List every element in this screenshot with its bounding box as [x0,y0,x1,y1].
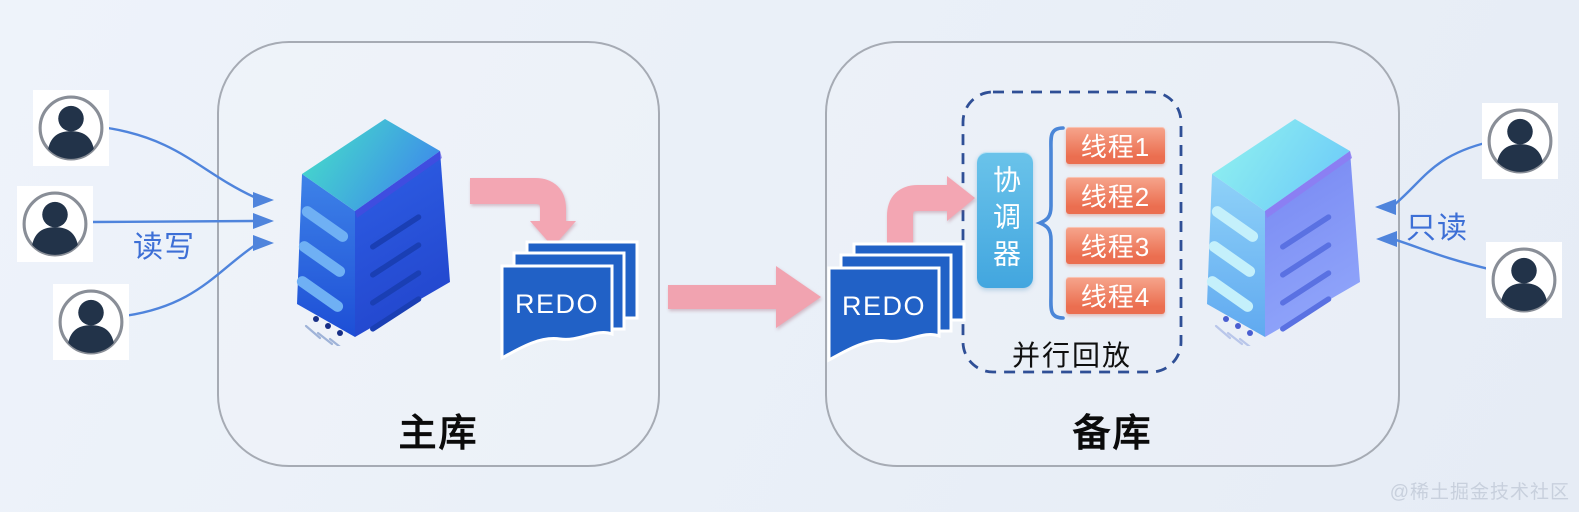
right-user-arrow-1 [1393,140,1490,206]
right-arrowhead-2 [1376,231,1397,247]
primary-redo-elbow-arrowhead [530,221,576,247]
user-icon-right-2 [1486,242,1562,318]
standby-server-icon [1206,119,1360,346]
left-arrowheads [253,192,274,251]
person-icon [38,95,104,161]
right-user-arrows [1393,140,1494,272]
read-only-label: 只读 [1406,212,1468,245]
parallel-replay-label: 并行回放 [1011,340,1132,371]
left-user-arrow-3 [123,245,255,318]
redo-label: REDO [842,291,926,321]
thread-box-2: 线程2 [1066,177,1165,214]
standby-redo-elbow-arrowhead [947,176,975,221]
primary-redo-elbow-arrow [470,178,566,223]
person-icon [1491,247,1557,313]
left-user-arrow-2 [91,219,255,224]
server-vents [1280,214,1332,332]
parallel-replay-dashed-border [961,90,1183,374]
server-vents [370,214,422,332]
redo-label: REDO [515,289,599,319]
read-write-label: 读写 [133,231,195,264]
standby-redo-stack: REDO [827,242,966,363]
watermark: @稀土掘金技术社区 [1389,482,1570,503]
left-arrowhead-1 [253,192,274,208]
coordinator-brace [1035,126,1065,320]
user-icon-right-1 [1482,103,1558,179]
person-icon [58,289,124,355]
standby-db-label: 备库 [1072,413,1153,455]
server-feet [304,316,343,346]
left-user-arrows [91,126,255,318]
left-arrowhead-3 [253,235,274,251]
person-icon [1487,108,1553,174]
thread-box-1: 线程1 [1066,127,1165,164]
primary-server-icon [296,119,450,346]
user-icon-left-3 [53,284,129,360]
right-arrowheads [1375,199,1397,247]
thread-box-4: 线程4 [1066,277,1165,314]
left-user-arrow-1 [107,126,255,199]
primary-redo-stack: REDO [500,240,639,361]
right-user-arrow-2 [1395,238,1494,272]
user-icon-left-1 [33,90,109,166]
redo-page-front [827,266,941,363]
coordinator-box: 协调器 [977,152,1033,288]
server-slots [1206,206,1259,312]
user-icon-left-2 [17,186,93,262]
primary-db-label: 主库 [398,413,479,455]
redo-transfer-arrow [668,266,821,328]
redo-page-front [500,264,614,361]
pink-arrows [470,176,975,328]
thread-box-3: 线程3 [1066,227,1165,264]
server-slots [296,206,349,312]
left-arrowhead-2 [253,213,274,229]
right-arrowhead-1 [1375,199,1396,215]
standby-redo-elbow-arrow [887,185,949,248]
person-icon [22,191,88,257]
server-feet [1214,316,1253,346]
